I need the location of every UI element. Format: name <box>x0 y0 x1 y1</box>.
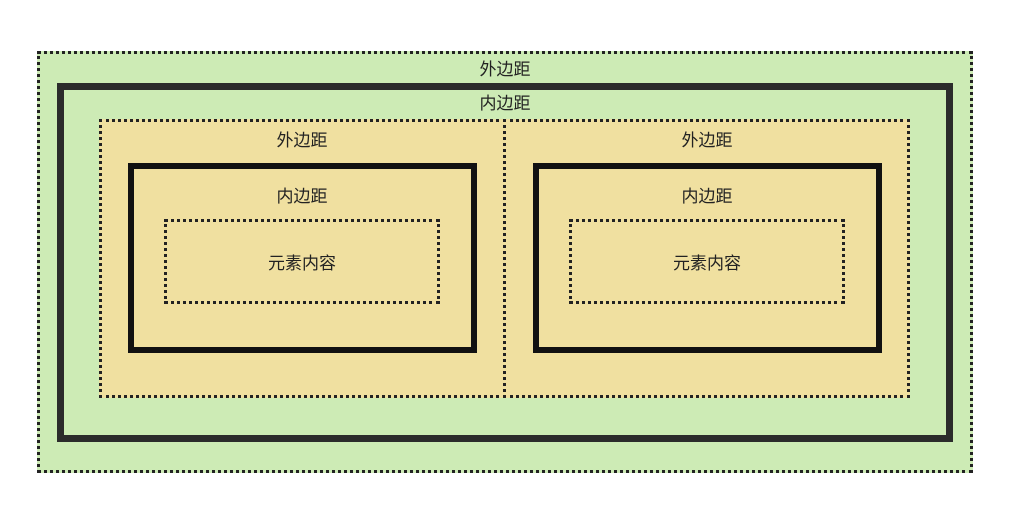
outer-margin-label: 外边距 <box>479 60 531 80</box>
left-child-border-box <box>128 163 477 353</box>
right-child-margin-label: 外边距 <box>681 131 733 151</box>
left-child-padding-label: 内边距 <box>276 187 328 207</box>
right-child-content-box <box>569 219 845 304</box>
left-child-margin-label: 外边距 <box>276 131 328 151</box>
right-child-content-label: 元素内容 <box>673 254 741 274</box>
right-child-border-box <box>533 163 882 353</box>
left-child-content-box <box>164 219 440 304</box>
outer-border-box <box>57 83 953 442</box>
left-child-content-label: 元素内容 <box>268 254 336 274</box>
right-child-padding-label: 内边距 <box>681 187 733 207</box>
outer-padding-label: 内边距 <box>479 94 531 114</box>
